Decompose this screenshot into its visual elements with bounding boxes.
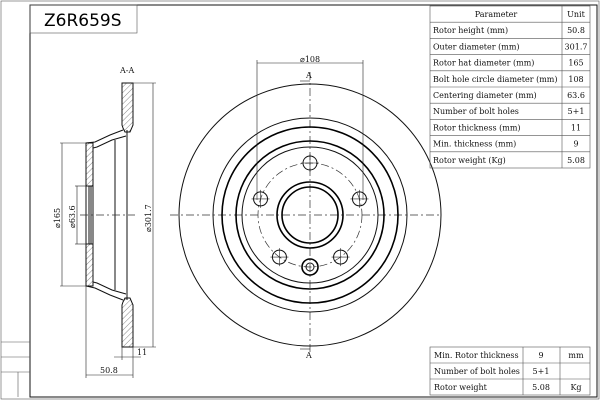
section-view: A-A ⌀165 bbox=[53, 66, 156, 378]
header-unit: Unit bbox=[567, 10, 585, 19]
summary-value: 9 bbox=[538, 351, 543, 360]
part-number: Z6R659S bbox=[44, 11, 122, 31]
threaded-hole bbox=[301, 258, 319, 276]
hub bbox=[276, 181, 344, 249]
param-name: Rotor hat diameter (mm) bbox=[433, 59, 534, 68]
dim-outer-diameter: ⌀301.7 bbox=[144, 204, 153, 232]
param-name: Number of bolt holes bbox=[433, 107, 519, 116]
front-view: ⌀108 A A bbox=[170, 55, 442, 360]
center-bore bbox=[281, 186, 339, 244]
summary-unit: Kg bbox=[570, 383, 581, 392]
bolt-holes bbox=[251, 154, 369, 276]
drawing-frame bbox=[29, 4, 598, 398]
summary-value: 5.08 bbox=[532, 383, 550, 392]
header-parameter: Parameter bbox=[475, 10, 518, 19]
dim-centering-diameter: ⌀63.6 bbox=[68, 205, 77, 228]
param-name: Rotor weight (Kg) bbox=[433, 156, 506, 165]
param-value: 11 bbox=[571, 123, 581, 132]
param-value: 165 bbox=[568, 59, 583, 68]
summary-unit: mm bbox=[568, 351, 584, 360]
summary-value: 5+1 bbox=[533, 367, 550, 376]
dim-bolt-circle: ⌀108 bbox=[300, 55, 320, 64]
param-name: Min. thickness (mm) bbox=[433, 140, 516, 149]
param-value: 5.08 bbox=[567, 156, 585, 165]
param-name: Bolt hole circle diameter (mm) bbox=[433, 75, 558, 84]
param-name: Rotor thickness (mm) bbox=[433, 123, 521, 132]
section-mark-bottom: A bbox=[305, 351, 312, 360]
title-box bbox=[29, 4, 138, 34]
param-name: Rotor height (mm) bbox=[433, 26, 508, 35]
dim-thickness: 11 bbox=[137, 348, 147, 357]
summary-label: Min. Rotor thickness bbox=[434, 351, 519, 360]
param-value: 301.7 bbox=[565, 42, 588, 51]
param-value: 108 bbox=[568, 75, 583, 84]
dim-height: 50.8 bbox=[100, 366, 118, 375]
summary-label: Number of bolt holes bbox=[434, 367, 520, 376]
param-value: 50.8 bbox=[567, 26, 585, 35]
summary-label: Rotor weight bbox=[434, 383, 488, 392]
title-block-left bbox=[1, 341, 30, 397]
section-label: A-A bbox=[119, 66, 134, 75]
param-value: 5+1 bbox=[568, 107, 585, 116]
param-value: 9 bbox=[573, 140, 578, 149]
dim-hat-diameter: ⌀165 bbox=[53, 208, 62, 228]
param-value: 63.6 bbox=[567, 91, 585, 100]
param-name: Outer diameter (mm) bbox=[433, 42, 520, 51]
param-name: Centering diameter (mm) bbox=[433, 91, 537, 100]
section-mark-top: A bbox=[305, 71, 312, 80]
outer-edge bbox=[178, 83, 442, 347]
